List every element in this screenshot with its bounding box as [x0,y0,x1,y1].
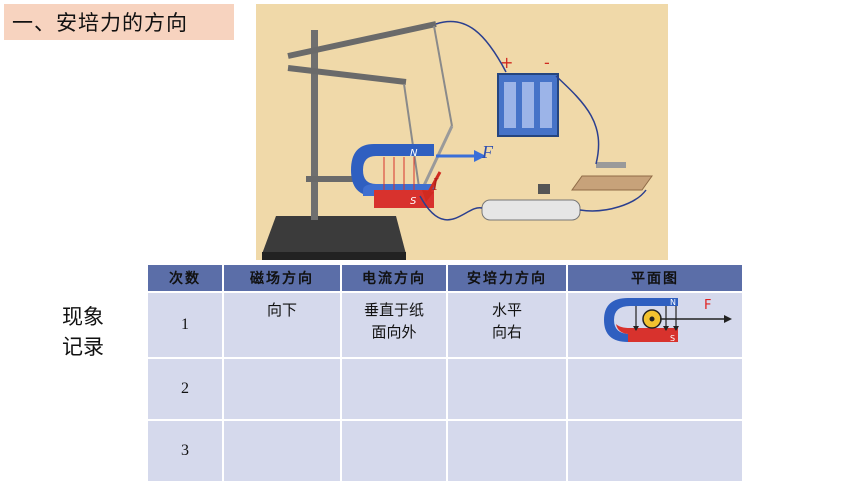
record-side-label: 现象 记录 [62,302,122,362]
wire [555,75,600,165]
switch-base [571,175,653,191]
plan-view-cell[interactable] [566,419,744,483]
header-plan-view: 平面图 [566,263,744,293]
swing-wire-right [403,83,421,195]
current-direction-cell[interactable] [340,419,448,483]
photo-north-label: N [410,148,418,159]
force-direction-cell[interactable] [446,357,568,421]
row-number: 2 [146,357,224,421]
photo-force-label: F [481,142,494,162]
stand-base-edge [262,252,406,260]
table-row: 3 [146,419,744,483]
side-label-line1: 现象 [62,305,104,329]
field-direction-cell: 向下 [222,291,342,359]
stand-rod [311,30,318,220]
plan-magnet-bottom [628,332,678,342]
photo-current-arrowhead [422,190,434,202]
swing-rod [418,125,454,195]
battery-cell [540,82,552,128]
current-direction-cell[interactable] [340,357,448,421]
u-magnet-bottom [374,190,434,208]
current-direction-cell: 垂直于纸 面向外 [340,291,448,359]
plan-current-dot [649,316,655,322]
plan-field-arrowhead [663,326,669,331]
plan-view-cell: N S F [566,291,744,359]
header-field-direction: 磁场方向 [222,263,342,293]
battery-minus-label: - [544,53,550,72]
plan-field-arrowhead [633,326,639,331]
switch-lever [596,162,626,168]
row-number: 1 [146,291,224,359]
force-direction-cell[interactable] [446,419,568,483]
force-direction-cell: 水平 向右 [446,291,568,359]
lower-arm [287,65,407,85]
field-direction-text: 向下 [266,301,297,319]
experiment-photo: N S F I + - [256,4,668,260]
header-current-direction: 电流方向 [340,263,448,293]
battery-cell [522,82,534,128]
force-direction-line1: 水平 [491,301,522,319]
table-row: 2 [146,357,744,421]
plan-south-label: S [670,334,675,343]
row-number: 3 [146,419,224,483]
battery-cell [504,82,516,128]
rheostat [481,199,581,221]
section-title-box: 一、安培力的方向 [4,4,234,40]
stand-base [262,216,406,254]
plan-view-cell[interactable] [566,357,744,421]
wire [435,20,507,73]
section-title: 一、安培力的方向 [12,11,188,35]
field-direction-cell[interactable] [222,419,342,483]
header-force-direction: 安培力方向 [446,263,568,293]
photo-current-label: I [431,174,439,194]
plan-force-label: F [704,298,711,313]
table-row: 1 向下 垂直于纸 面向外 水平 向右 N S [146,291,744,359]
battery-plus-label: + [500,53,513,72]
current-direction-line1: 垂直于纸 [363,301,424,319]
photo-south-label: S [410,196,417,207]
table-header-row: 次数 磁场方向 电流方向 安培力方向 平面图 [146,263,744,293]
photo-current-arrow [426,171,442,195]
force-direction-line2: 向右 [491,323,522,341]
plan-force-arrowhead [724,315,732,323]
plan-field-arrowhead [673,326,679,331]
plan-north-label: N [670,298,676,307]
photo-force-arrowhead [474,150,486,162]
side-label-line2: 记录 [62,335,104,359]
header-count: 次数 [146,263,224,293]
swing-wire-left [433,25,453,127]
rheostat-slider [538,184,550,194]
wire [579,189,647,212]
field-direction-cell[interactable] [222,357,342,421]
current-direction-line2: 面向外 [371,323,417,341]
upper-arm [287,21,437,59]
wire [419,195,483,221]
record-table: 次数 磁场方向 电流方向 安培力方向 平面图 1 向下 垂直于纸 面向外 水平 … [146,263,744,483]
plan-view-diagram: N S F [604,298,732,343]
plan-magnet-red [616,324,678,334]
